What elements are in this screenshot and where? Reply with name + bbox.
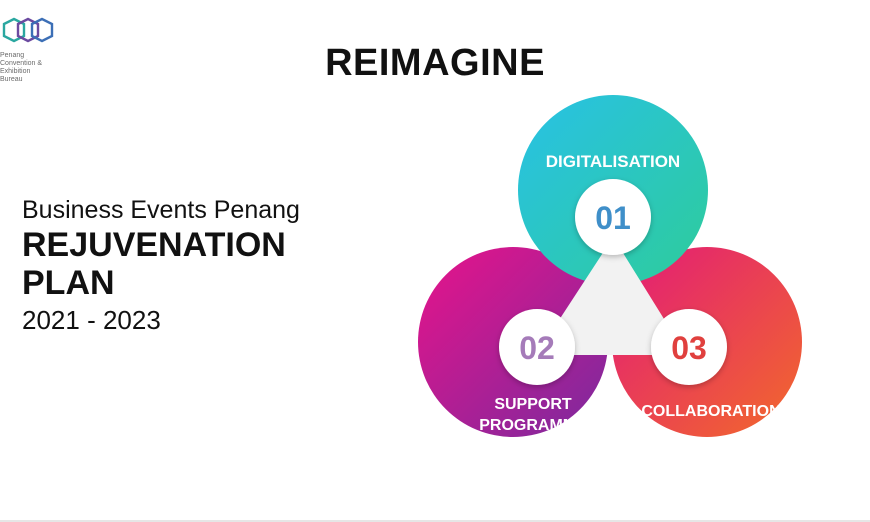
pillar-node-01: 01 <box>575 179 651 255</box>
logo-line: Exhibition <box>0 68 31 75</box>
pillar-node-02: 02 <box>499 309 575 385</box>
logo-line: Bureau <box>0 76 23 83</box>
pillar-number-badge <box>651 309 727 385</box>
plan-subtitle: Business Events Penang <box>22 196 300 224</box>
plan-block: Business Events Penang REJUVENATION PLAN… <box>22 195 300 335</box>
logo-line: Convention & <box>0 60 43 67</box>
bureau-logo: Penang Convention & Exhibition Bureau <box>0 14 60 94</box>
pillar-label: PROGRAMME <box>479 417 587 434</box>
pillar-label: COLLABORATION <box>641 403 780 420</box>
pillar-label: SUPPORT <box>494 396 572 413</box>
pillar-number: 02 <box>519 330 555 366</box>
venn-center-triangle <box>543 244 680 355</box>
bureau-logo-text: Penang Convention & Exhibition Bureau <box>0 52 42 84</box>
pillar-label: DIGITALISATION <box>546 152 680 171</box>
page-title: REIMAGINE <box>325 42 545 84</box>
slide-bottom-border <box>0 520 870 522</box>
pillars-venn-diagram: 01 DIGITALISATION 02 SUPPORT PROGRAMME 0… <box>418 95 802 437</box>
pillar-number-badge <box>499 309 575 385</box>
pillar-number: 03 <box>671 330 707 366</box>
plan-years: 2021 - 2023 <box>22 305 161 335</box>
bureau-logo-icon <box>2 17 54 43</box>
pillar-number-badge <box>575 179 651 255</box>
pillar-number: 01 <box>595 200 631 236</box>
plan-heading-line-1: REJUVENATION <box>22 226 286 264</box>
plan-heading-line-2: PLAN <box>22 264 115 302</box>
pillar-node-03: 03 <box>651 309 727 385</box>
logo-line: Penang <box>0 52 25 59</box>
